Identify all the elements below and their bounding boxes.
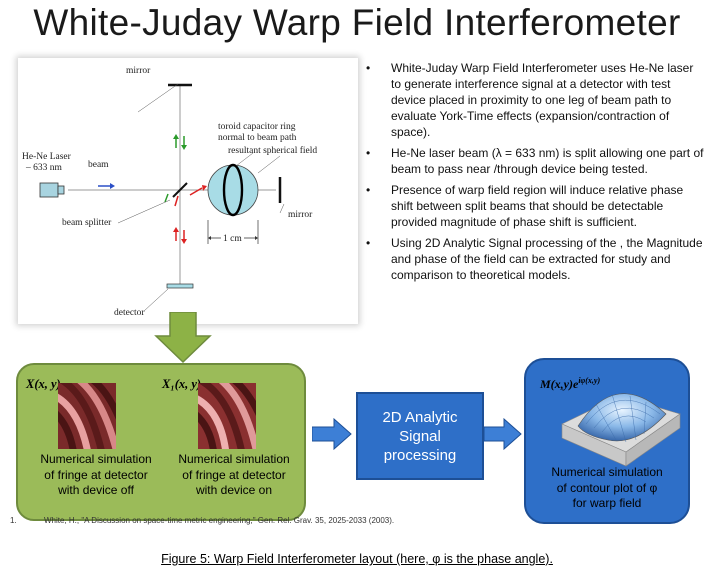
fringe-simulation-panel: X(x, y) X₁(x, y) Numerical simula [16,363,306,521]
label-toroid-2: normal to beam path [218,133,297,143]
interferometer-schematic [39,83,285,312]
contour-plot-panel: M(x,y)eiφ(x,y) Numerical simulation of c… [524,358,690,524]
bullet-item: White-Juday Warp Field Interferometer us… [364,60,706,140]
label-beam-splitter: beam splitter [62,218,112,228]
analytic-signal-processing-box: 2D Analytic Signal processing [356,392,484,480]
laser-body [39,182,59,198]
footnote-number: 1. [10,516,17,525]
spherical-field [207,164,259,216]
label-mirror-top: mirror [126,66,151,76]
reference-footnote: 1. White, H., "A Discussion on space-time… [10,516,394,525]
bullet-item: Using 2D Analytic Signal processing of t… [364,235,706,283]
label-detector: detector [114,308,145,318]
fringe-image-on [198,383,256,449]
toroid-ring [222,163,244,217]
caption-device-off: Numerical simulation of fringe at detect… [40,452,152,497]
down-arrow-icon [154,312,212,364]
label-beam: beam [88,160,109,170]
label-laser-wavelength: – 633 nm [26,163,62,173]
fringe-image-off [58,383,116,449]
math-label-x: X(x, y) [26,377,61,391]
page-title: White-Juday Warp Field Interferometer [33,2,681,43]
caption-device-on: Numerical simulation of fringe at detect… [178,452,290,497]
label-scale: 1 cm [221,234,244,245]
red-arrow-right [189,187,203,196]
interferometer-diagram: mirror He-Ne Laser – 633 nm beam toroid … [18,58,358,324]
figure-caption: Figure 5: Warp Field Interferometer layo… [0,552,714,566]
right-arrow-icon [484,418,522,450]
label-laser: He-Ne Laser [22,152,71,162]
label-resultant-field: resultant spherical field [228,146,318,156]
caption-contour: Numerical simulation of contour plot of … [551,465,663,510]
bullet-item: He-Ne laser beam (λ = 633 nm) is split a… [364,145,706,177]
right-arrow-icon [312,418,352,450]
description-bullets: White-Juday Warp Field Interferometer us… [364,60,706,288]
laser-nozzle [57,185,65,195]
contour-surface-plot [561,393,681,467]
math-label-x1: X₁(x, y) [162,377,202,391]
label-toroid: toroid capacitor ring [218,122,296,132]
processing-label: 2D Analytic Signal processing [382,408,458,464]
detector [166,283,194,289]
label-mirror-right: mirror [288,210,313,220]
math-label-magnitude-phase: M(x,y)eiφ(x,y) [540,376,601,391]
footnote-text: White, H., "A Discussion on space-time m… [44,516,395,525]
beam-splitter [172,182,188,198]
bullet-item: Presence of warp field region will induc… [364,182,706,230]
figure-caption-text: Figure 5: Warp Field Interferometer layo… [161,552,553,566]
